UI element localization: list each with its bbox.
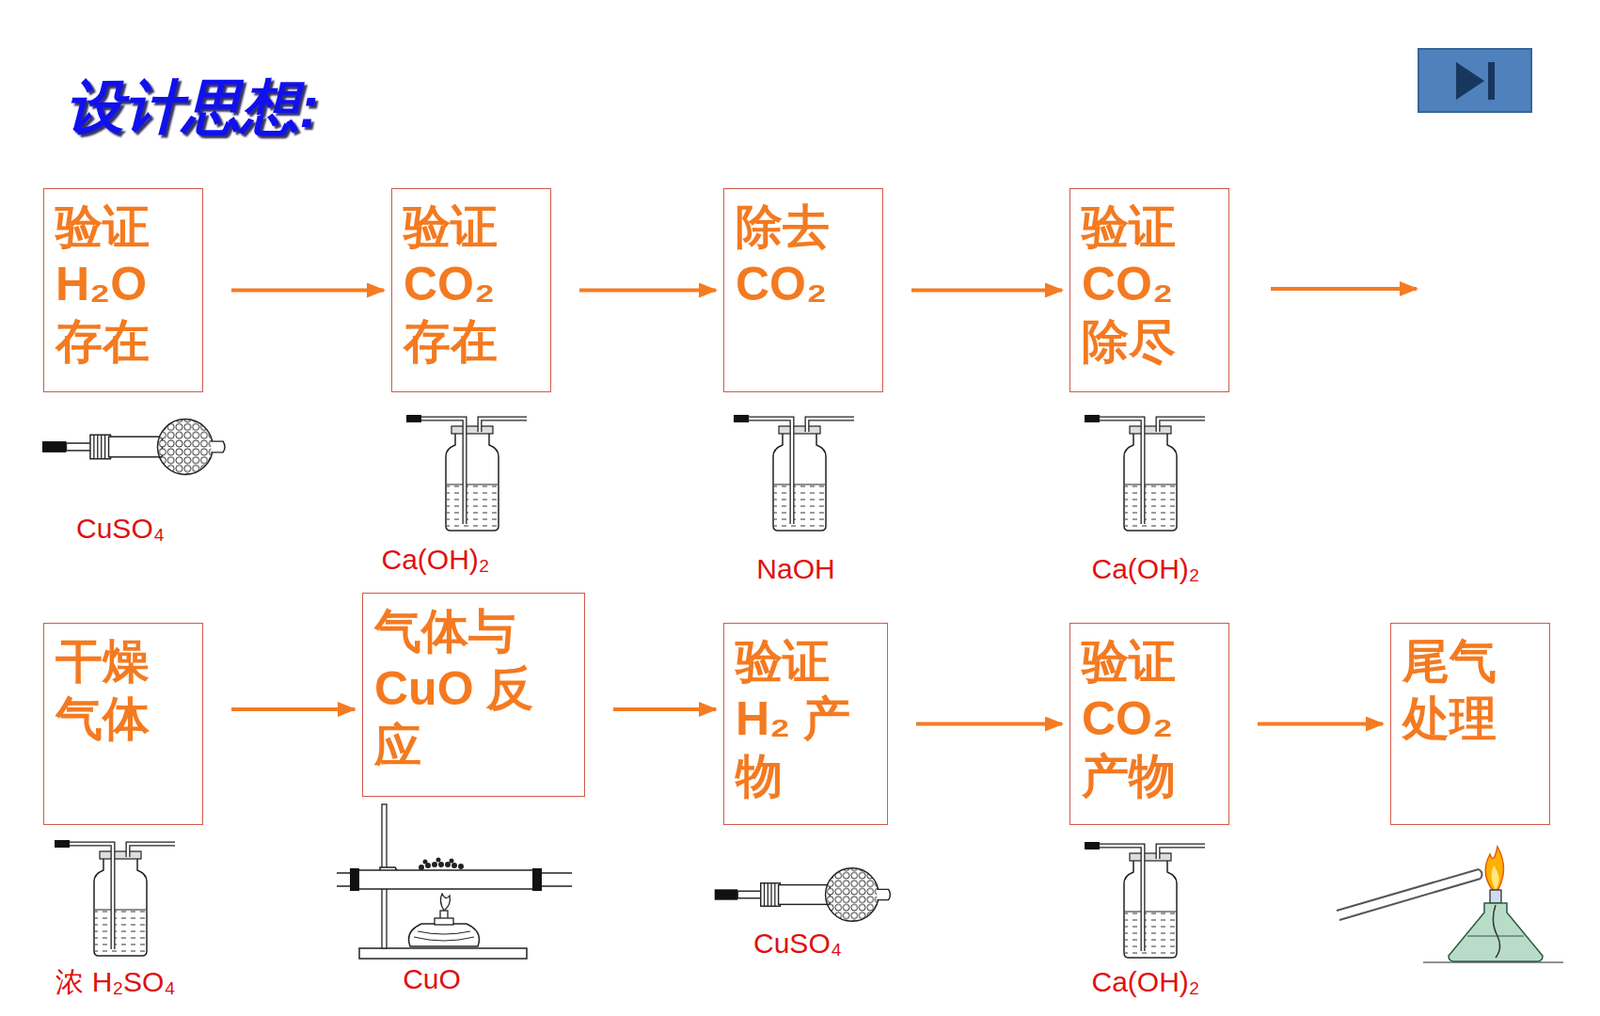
step-text: 验证 CO₂ 存在: [403, 198, 539, 371]
gas-washing-bottle: [406, 414, 527, 531]
reagent-label: CuSO₄: [73, 512, 168, 545]
step-text: 验证 CO₂ 除尽: [1081, 198, 1218, 371]
flow-arrow: [916, 722, 1062, 727]
slide-title: 设计思想:: [65, 67, 319, 147]
button-body: [1418, 48, 1532, 112]
drying-tube: [714, 868, 891, 922]
flow-arrow: [1257, 722, 1383, 727]
flow-arrow: [911, 288, 1062, 293]
step-text: 除去 CO₂: [735, 198, 872, 314]
flow-arrow: [231, 707, 355, 712]
reagent-label: CuO: [399, 963, 464, 996]
glass-tube: [1336, 869, 1481, 920]
process-box: 除去 CO₂: [723, 188, 884, 393]
process-box: 尾气 处理: [1390, 622, 1551, 825]
reagent-label: CuSO₄: [750, 927, 845, 960]
stopper: [532, 868, 542, 891]
reagent-label: 浓 H₂SO₄: [52, 963, 178, 1002]
process-box: 验证 CO₂ 存在: [391, 188, 552, 393]
step-text: 尾气 处理: [1402, 633, 1538, 748]
step-text: 验证 H₂O 存在: [55, 198, 191, 371]
flame-core: [1490, 865, 1499, 890]
stopper: [349, 868, 360, 891]
flow-arrow: [579, 288, 716, 293]
alcohol-lamp: [1448, 902, 1543, 962]
end-bar: [1488, 62, 1495, 100]
step-text: 气体与 CuO 反应: [374, 602, 573, 776]
hard-glass-tube: [357, 870, 535, 889]
flame: [440, 893, 450, 911]
play-button: [1418, 48, 1532, 112]
reagent-label: Ca(OH)₂: [379, 543, 493, 576]
wick: [1492, 904, 1500, 958]
gas-washing-bottle: [1084, 841, 1205, 958]
wick-holder: [1489, 889, 1502, 903]
gas-washing-bottle: [54, 839, 175, 956]
flame: [1485, 846, 1504, 894]
heating-setup: [336, 804, 572, 959]
lamp-liquid: [1467, 935, 1524, 937]
step-text: 干燥 气体: [55, 633, 191, 748]
process-box: 干燥 气体: [43, 622, 204, 825]
flow-arrow: [231, 288, 384, 293]
reagent-label: Ca(OH)₂: [1089, 553, 1204, 586]
step-text: 验证 H₂ 产物: [735, 633, 876, 806]
drying-tube: [42, 419, 225, 476]
stand-base: [359, 948, 527, 959]
reagent-label: NaOH: [753, 553, 838, 586]
lamp-liquid: [413, 931, 475, 941]
gas-washing-bottle: [733, 414, 855, 531]
flow-arrow: [613, 707, 716, 712]
lamp-neck: [434, 918, 454, 925]
gas-washing-bottle: [1084, 414, 1205, 531]
play-triangle: [1456, 62, 1485, 100]
process-box: 气体与 CuO 反应: [362, 592, 586, 797]
process-box: 验证 H₂O 存在: [43, 188, 204, 393]
cuo-powder: [418, 857, 464, 872]
step-text: 验证 CO₂ 产物: [1081, 633, 1218, 806]
process-box: 验证 H₂ 产物: [723, 622, 888, 825]
process-box: 验证 CO₂ 除尽: [1069, 188, 1230, 393]
tail-gas-burner: [1336, 846, 1564, 963]
alcohol-lamp: [409, 923, 480, 947]
continue-arrow: [1270, 286, 1417, 291]
reagent-label: Ca(OH)₂: [1089, 966, 1204, 999]
process-box: 验证 CO₂ 产物: [1069, 622, 1230, 825]
